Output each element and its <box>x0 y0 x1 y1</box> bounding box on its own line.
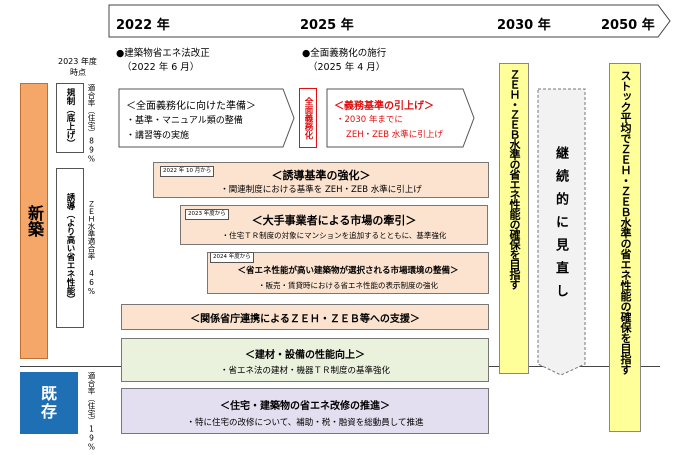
guidance-2-title: ＜大手事業者による市場の牽引＞ <box>251 214 417 227</box>
prep-bullet-2: ・講習等の実施 <box>126 131 190 141</box>
guidance-box-2: 2023 年度から ＜大手事業者による市場の牽引＞ ・住宅ＴＲ制度の対象にマンシ… <box>180 205 488 245</box>
zeh-rate: ＺＥＨ水準適合率 46% <box>87 200 96 296</box>
year-2025: 2025 年 <box>300 18 354 33</box>
prep-bullet-1: ・基準・マニュアル類の整備 <box>126 116 243 126</box>
guidance-1-title: ＜誘導基準の強化＞ <box>271 169 371 182</box>
guidance-label: 誘導（より高い省エネ性能） <box>56 168 84 328</box>
event-mandate-enforcement: ●全面義務化の施行 <box>302 48 387 59</box>
baseline-year: 2023 年度 <box>58 57 97 66</box>
renovation-box: ＜住宅・建築物の省エネ改修の推進＞ ・特に住宅の改修について、補助・税・融資を総… <box>121 388 489 434</box>
review-text: 継続的に見直し <box>553 146 568 307</box>
existing-label: 既存 <box>40 384 57 421</box>
guidance-3-sub: ・販売・賃貸時における省エネ性能の表示制度の強化 <box>258 281 438 290</box>
raise-box-shape <box>326 88 475 148</box>
section-existing: 既存 <box>20 372 78 434</box>
guidance-1-sub: ・関連制度における基準を ZEH・ZEB 水準に引上げ <box>220 185 422 195</box>
guidance-2-sub: ・住宅ＴＲ制度の対象にマンションを追加するとともに、基準強化 <box>221 231 447 240</box>
year-2030: 2030 年 <box>497 18 551 33</box>
materials-sub: ・省エネ法の建材・機器ＴＲ制度の基準強化 <box>219 366 390 376</box>
target-2050-box: ストック平均でＺＥＨ・ＺＥＢ水準の省エネ性能の確保を目指す <box>609 63 641 432</box>
mandate-box: 全面義務化 <box>299 88 317 148</box>
section-new-construction: 新築 <box>20 83 48 359</box>
regulation-rate: 適合率（住宅）89% <box>87 84 96 164</box>
guidance-box-3: 2024 年度から ＜省エネ性能が高い建築物が選択される市場環境の整備＞ ・販売… <box>207 252 489 294</box>
prep-box-shape <box>118 88 295 148</box>
raise-bullet-2: ZEH・ZEB 水準に引上げ <box>346 130 443 140</box>
raise-title: ＜義務基準の引上げ＞ <box>334 101 434 112</box>
guidance-3-title: ＜省エネ性能が高い建築物が選択される市場環境の整備＞ <box>237 266 459 276</box>
raise-bullet-1: ・2030 年までに <box>336 115 403 125</box>
target-2050-text: ストック平均でＺＥＨ・ＺＥＢ水準の省エネ性能の確保を目指す <box>619 70 632 375</box>
guidance-2-tag: 2023 年度から <box>185 209 229 220</box>
materials-title: ＜建材・設備の性能向上＞ <box>245 350 365 361</box>
renovation-title: ＜住宅・建築物の省エネ改修の推進＞ <box>220 401 390 412</box>
target-2030-box: ＺＥＨ・ＺＥＢ水準の省エネ性能の確保を目指す <box>499 63 529 374</box>
event-mandate-date: （2025 年 4 月） <box>308 62 386 73</box>
year-2050: 2050 年 <box>601 18 655 33</box>
guidance-box-4: ＜関係省庁連携によるＺＥＨ・ＺＥＢ等への支援＞ <box>121 304 489 330</box>
prep-title: ＜全面義務化に向けた準備＞ <box>126 101 256 112</box>
timeline-arrow <box>108 4 671 38</box>
event-law-revision: ●建築物省エネ法改正 <box>116 48 210 59</box>
guidance-3-tag: 2024 年度から <box>210 252 254 263</box>
guidance-4-title: ＜関係省庁連携によるＺＥＨ・ＺＥＢ等への支援＞ <box>190 313 420 325</box>
event-law-revision-date: （2022 年 6 月） <box>122 62 200 73</box>
renovation-sub: ・特に住宅の改修について、補助・税・融資を総動員して推進 <box>186 418 424 428</box>
target-2030-text: ＺＥＨ・ＺＥＢ水準の省エネ性能の確保を目指す <box>508 69 521 289</box>
regulation-label: 規制（底上げ） <box>56 83 84 153</box>
guidance-1-tag: 2022 年 10 月から <box>160 166 215 177</box>
baseline-point: 時点 <box>70 68 86 77</box>
guidance-box-1: 2022 年 10 月から ＜誘導基準の強化＞ ・関連制度における基準を ZEH… <box>153 162 489 198</box>
existing-rate: 適合率（住宅）19% <box>87 372 96 452</box>
review-arrow-shape <box>537 88 586 376</box>
materials-box: ＜建材・設備の性能向上＞ ・省エネ法の建材・機器ＴＲ制度の基準強化 <box>121 338 489 382</box>
year-2022: 2022 年 <box>116 18 170 33</box>
